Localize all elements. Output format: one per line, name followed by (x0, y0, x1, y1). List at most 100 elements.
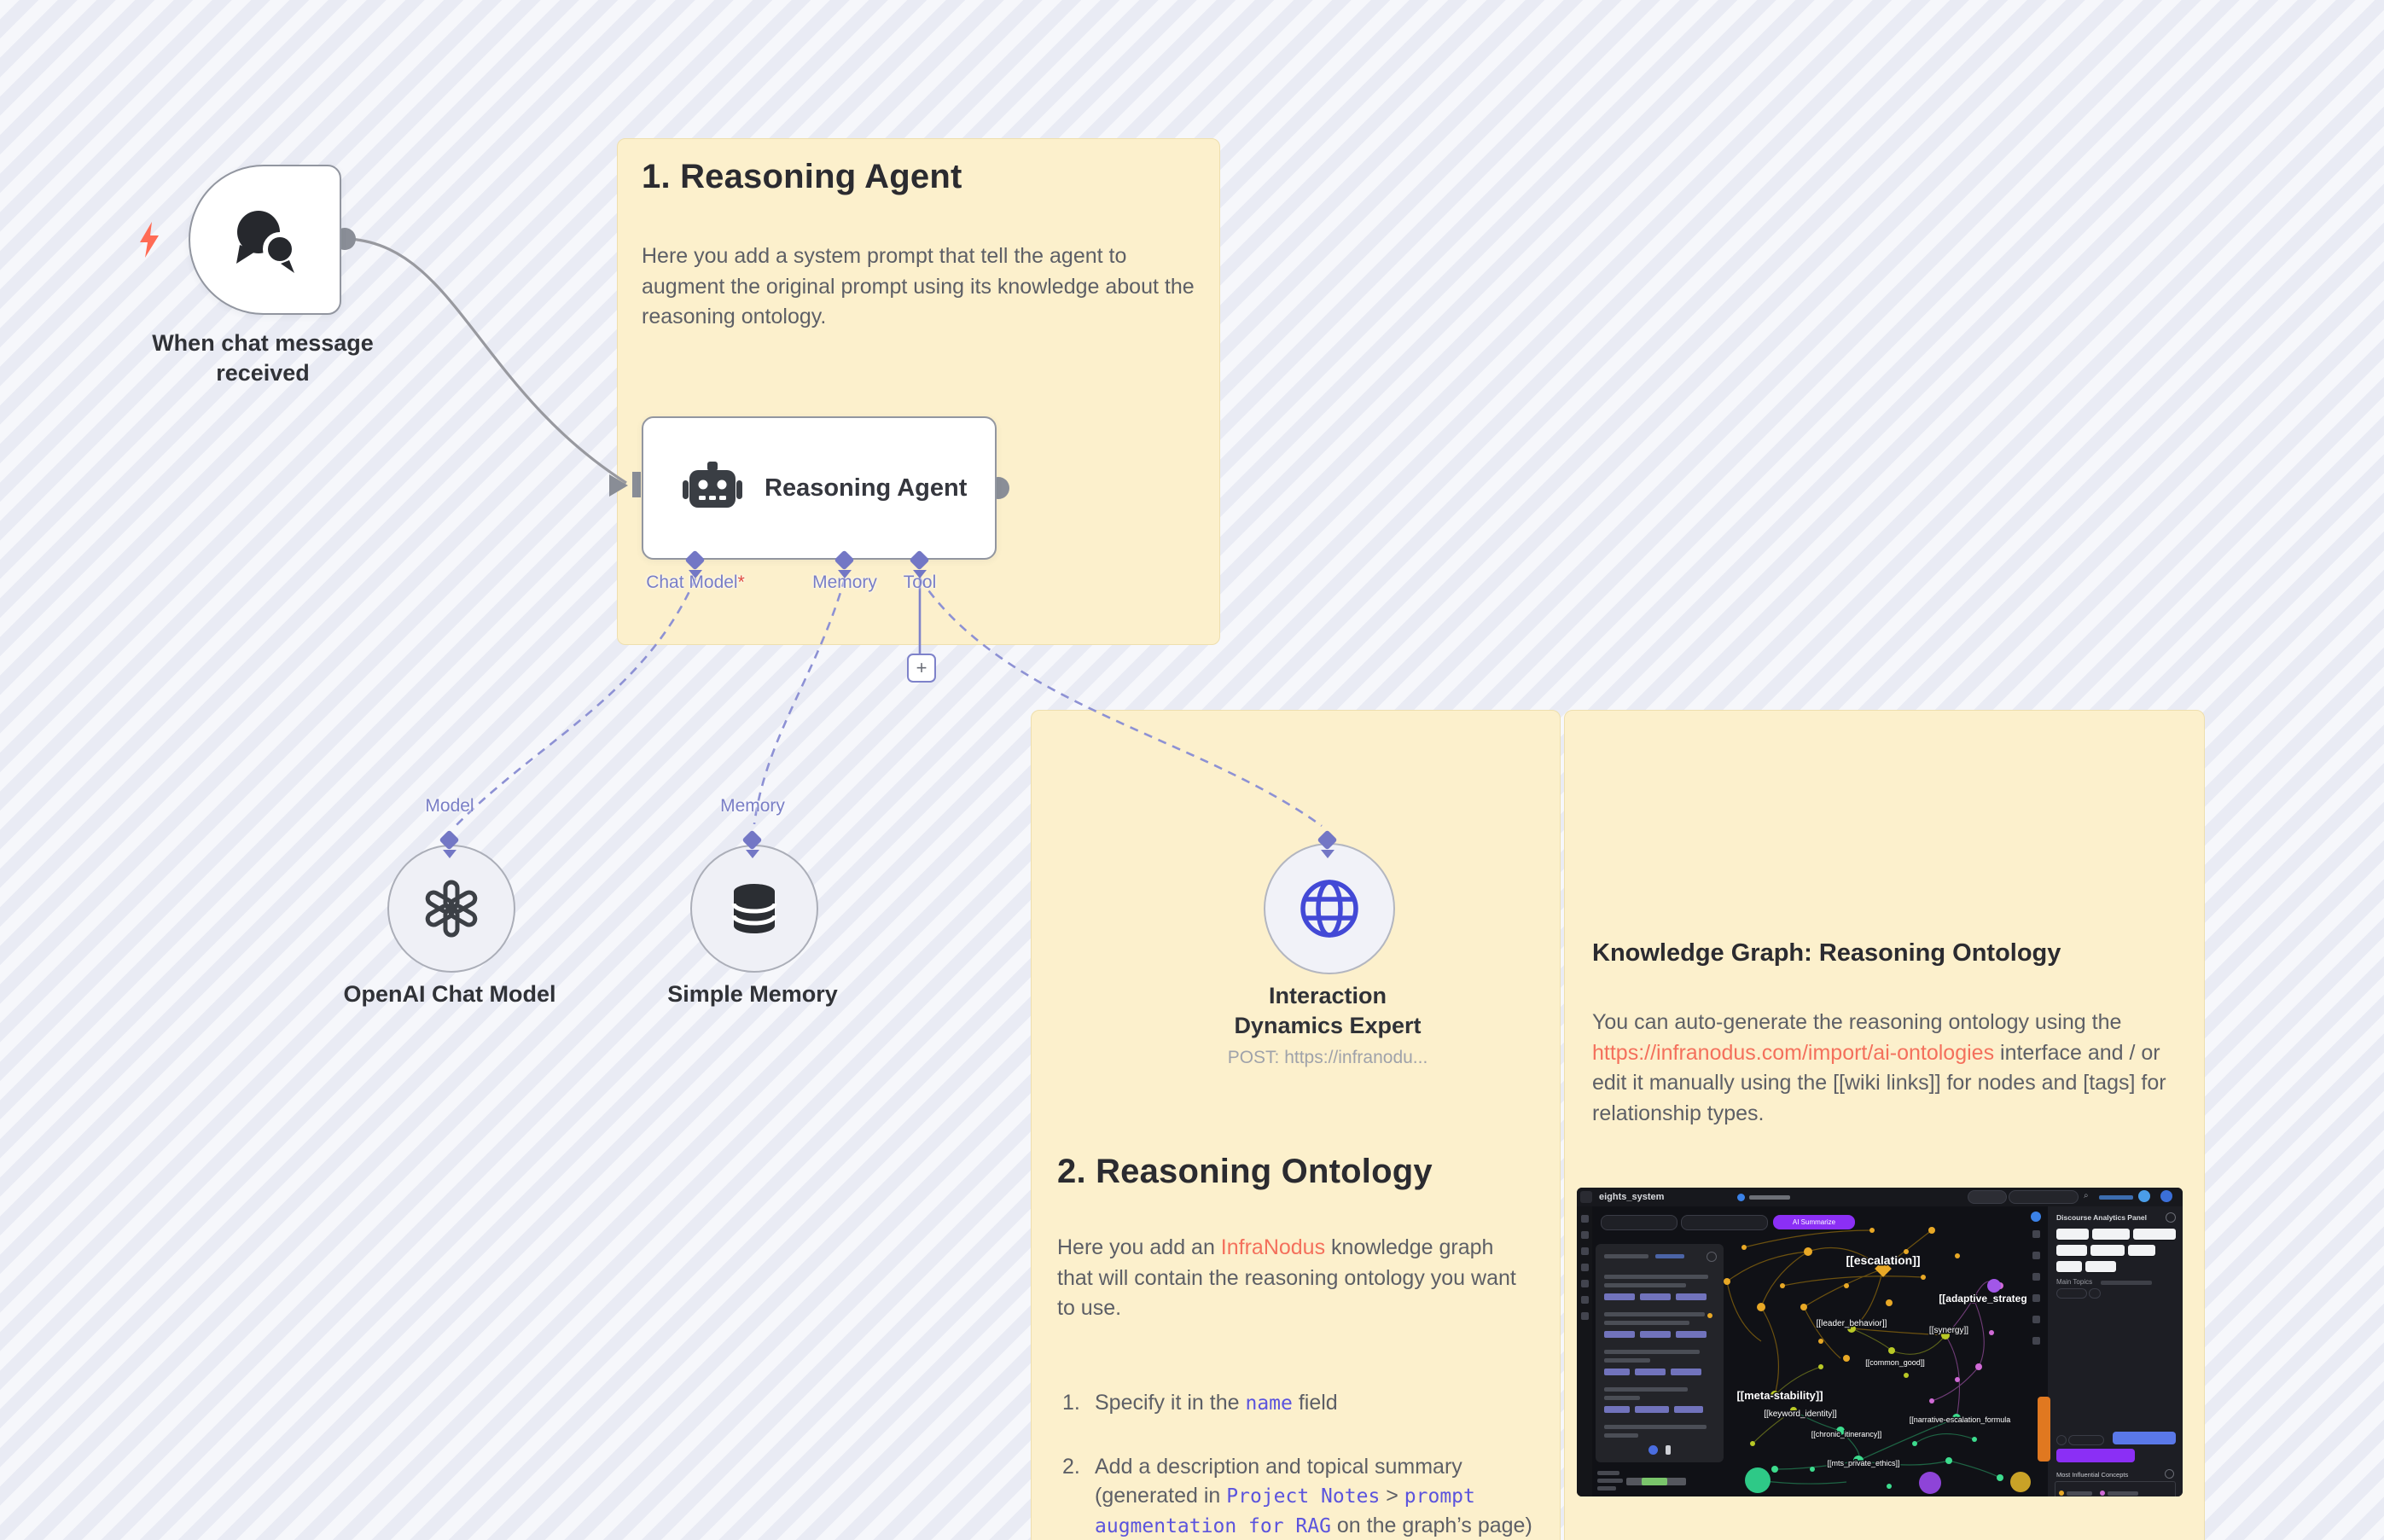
sticky-note-reasoning-ontology[interactable]: 2. Reasoning Ontology Here you add an In… (1031, 710, 1561, 1540)
port-label-model: Model (425, 796, 474, 816)
ai-topics-button (2056, 1449, 2135, 1462)
blurred-text-bar (1749, 1195, 1790, 1200)
blurred-text-bar (1604, 1312, 1705, 1316)
blurred-text-bar (1604, 1321, 1689, 1325)
rail-icon (1580, 1296, 1589, 1304)
doc-icon (1737, 1194, 1745, 1201)
ai-summarize-button: AI Summarize (1773, 1215, 1855, 1229)
node-reasoning-agent[interactable]: Reasoning Agent (642, 416, 997, 560)
main-topics-label: Main Topics (2056, 1278, 2093, 1286)
analytics-button (2133, 1229, 2176, 1240)
memory-input-arrow (746, 850, 759, 858)
tag-chip (1604, 1331, 1635, 1338)
text-run: knowledge graph that will contain the re… (1057, 1235, 1516, 1320)
infranodus-link[interactable]: InfraNodus (1220, 1235, 1326, 1259)
graph-node-label: [[adaptive_strateg (1939, 1293, 2026, 1305)
sticky-title: 2. Reasoning Ontology (1057, 1153, 1433, 1190)
infranodus-url-link[interactable]: https://infranodus.com/import/ai-ontolog… (1592, 1040, 1995, 1065)
sticky-body: You can auto-generate the reasoning onto… (1592, 1008, 2172, 1129)
blurred-text-bar (1597, 1471, 1619, 1475)
analytics-panel-title: Discourse Analytics Panel (2056, 1213, 2147, 1222)
analytics-button (2056, 1229, 2089, 1240)
openai-icon (425, 880, 478, 938)
orange-side-tab (2038, 1397, 2050, 1462)
blurred-text-bar (1604, 1254, 1648, 1258)
blurred-text-bar (2108, 1491, 2139, 1496)
sticky-body: Here you add a system prompt that tell t… (642, 244, 1195, 328)
blurred-text-bar (1655, 1254, 1684, 1258)
graph-node-label: [[narrative-escalation_formula (1910, 1415, 2011, 1424)
trigger-bolt-icon (140, 222, 159, 258)
analyze-button (1681, 1215, 1768, 1230)
code-project-notes: Project Notes (1226, 1485, 1381, 1508)
tag-chip (1676, 1293, 1707, 1300)
node-interaction-dynamics-expert[interactable] (1264, 843, 1395, 974)
topbar-button (1968, 1190, 2007, 1204)
graph-node-label: [[chronic_itinerancy]] (1811, 1430, 1882, 1438)
concept-dot (2059, 1491, 2064, 1496)
port-chat-model-arrow (689, 570, 702, 578)
tool-node-label-line1: Interaction (1268, 983, 1387, 1008)
blurred-text-bar (1604, 1275, 1708, 1279)
rail-icon (1580, 1247, 1589, 1255)
tag-chip (1635, 1369, 1666, 1375)
model-input-arrow (443, 850, 456, 858)
rail-icon (1580, 1264, 1589, 1271)
menu-icon (1580, 1191, 1592, 1203)
tool-node-label: Interaction Dynamics Expert POST: https:… (1178, 981, 1477, 1069)
graph-node-label: [[leader_behavior]] (1817, 1319, 1887, 1328)
add-tool-button[interactable]: + (907, 654, 936, 683)
rail-icon (1580, 1231, 1589, 1239)
database-icon (731, 884, 777, 933)
mic-icon (1648, 1445, 1658, 1455)
node-chat-trigger[interactable] (189, 165, 341, 315)
filter-pill (2056, 1288, 2087, 1299)
pager-pill (2056, 1435, 2067, 1445)
search-input (2009, 1190, 2079, 1204)
robot-icon (683, 462, 742, 508)
graph-node-label: [[escalation]] (1846, 1253, 1920, 1267)
graph-node-label: [[common_good]] (1865, 1358, 1925, 1367)
required-asterisk: * (737, 572, 745, 592)
rail-icon (1580, 1280, 1589, 1287)
tool-node-label-line2: Dynamics Expert (1234, 1013, 1422, 1039)
pencil-icon (1666, 1445, 1671, 1455)
node-openai-chat-model[interactable] (387, 845, 515, 973)
info-icon (2165, 1469, 2174, 1479)
tag-chip (1674, 1406, 1703, 1413)
tag-chip (1676, 1331, 1707, 1338)
agent-node-label: Reasoning Agent (765, 474, 968, 502)
port-tool-arrow (913, 570, 927, 578)
close-icon (2166, 1212, 2176, 1223)
tag-chip (1604, 1293, 1635, 1300)
blurred-text-bar (1604, 1387, 1688, 1392)
rail-icon (1580, 1215, 1589, 1223)
graph-node-label: [[mts_private_ethics]] (1827, 1459, 1899, 1467)
sticky-title: 1. Reasoning Agent (642, 158, 962, 195)
analytics-button (2128, 1245, 2155, 1256)
avatar (2138, 1190, 2150, 1202)
blurred-text-bar (1604, 1358, 1650, 1363)
sticky-title: Knowledge Graph: Reasoning Ontology (1592, 939, 2061, 967)
text-run: interface and / or edit it manually usin… (1592, 1040, 2166, 1125)
tag-chip (1604, 1406, 1630, 1413)
sticky-list: 1. Specify it in the name field 2. Add a… (1062, 1359, 1540, 1540)
influential-concepts-label: Most Influential Concepts (2056, 1471, 2129, 1479)
screenshot-topbar: eights_system ⌕ (1577, 1188, 2183, 1206)
port-memory-arrow (838, 570, 852, 578)
blurred-text-bar (1597, 1486, 1616, 1491)
analytics-button (2092, 1229, 2130, 1240)
code-prompt-augmentation: prompt augmentation for RAG (1095, 1485, 1475, 1537)
search-icon: ⌕ (2084, 1191, 2089, 1200)
list-item: 2. Add a description and topical summary… (1062, 1452, 1540, 1540)
analytics-button (2056, 1245, 2087, 1256)
node-simple-memory[interactable] (690, 845, 818, 973)
filter-pill (2089, 1288, 2101, 1299)
show-highlights-button (2113, 1432, 2176, 1444)
analytics-button (2056, 1261, 2082, 1272)
blurred-text-bar (1604, 1350, 1700, 1354)
rail-icon (1580, 1312, 1589, 1320)
list-number: 2. (1062, 1454, 1080, 1479)
tag-chip (1635, 1406, 1669, 1413)
